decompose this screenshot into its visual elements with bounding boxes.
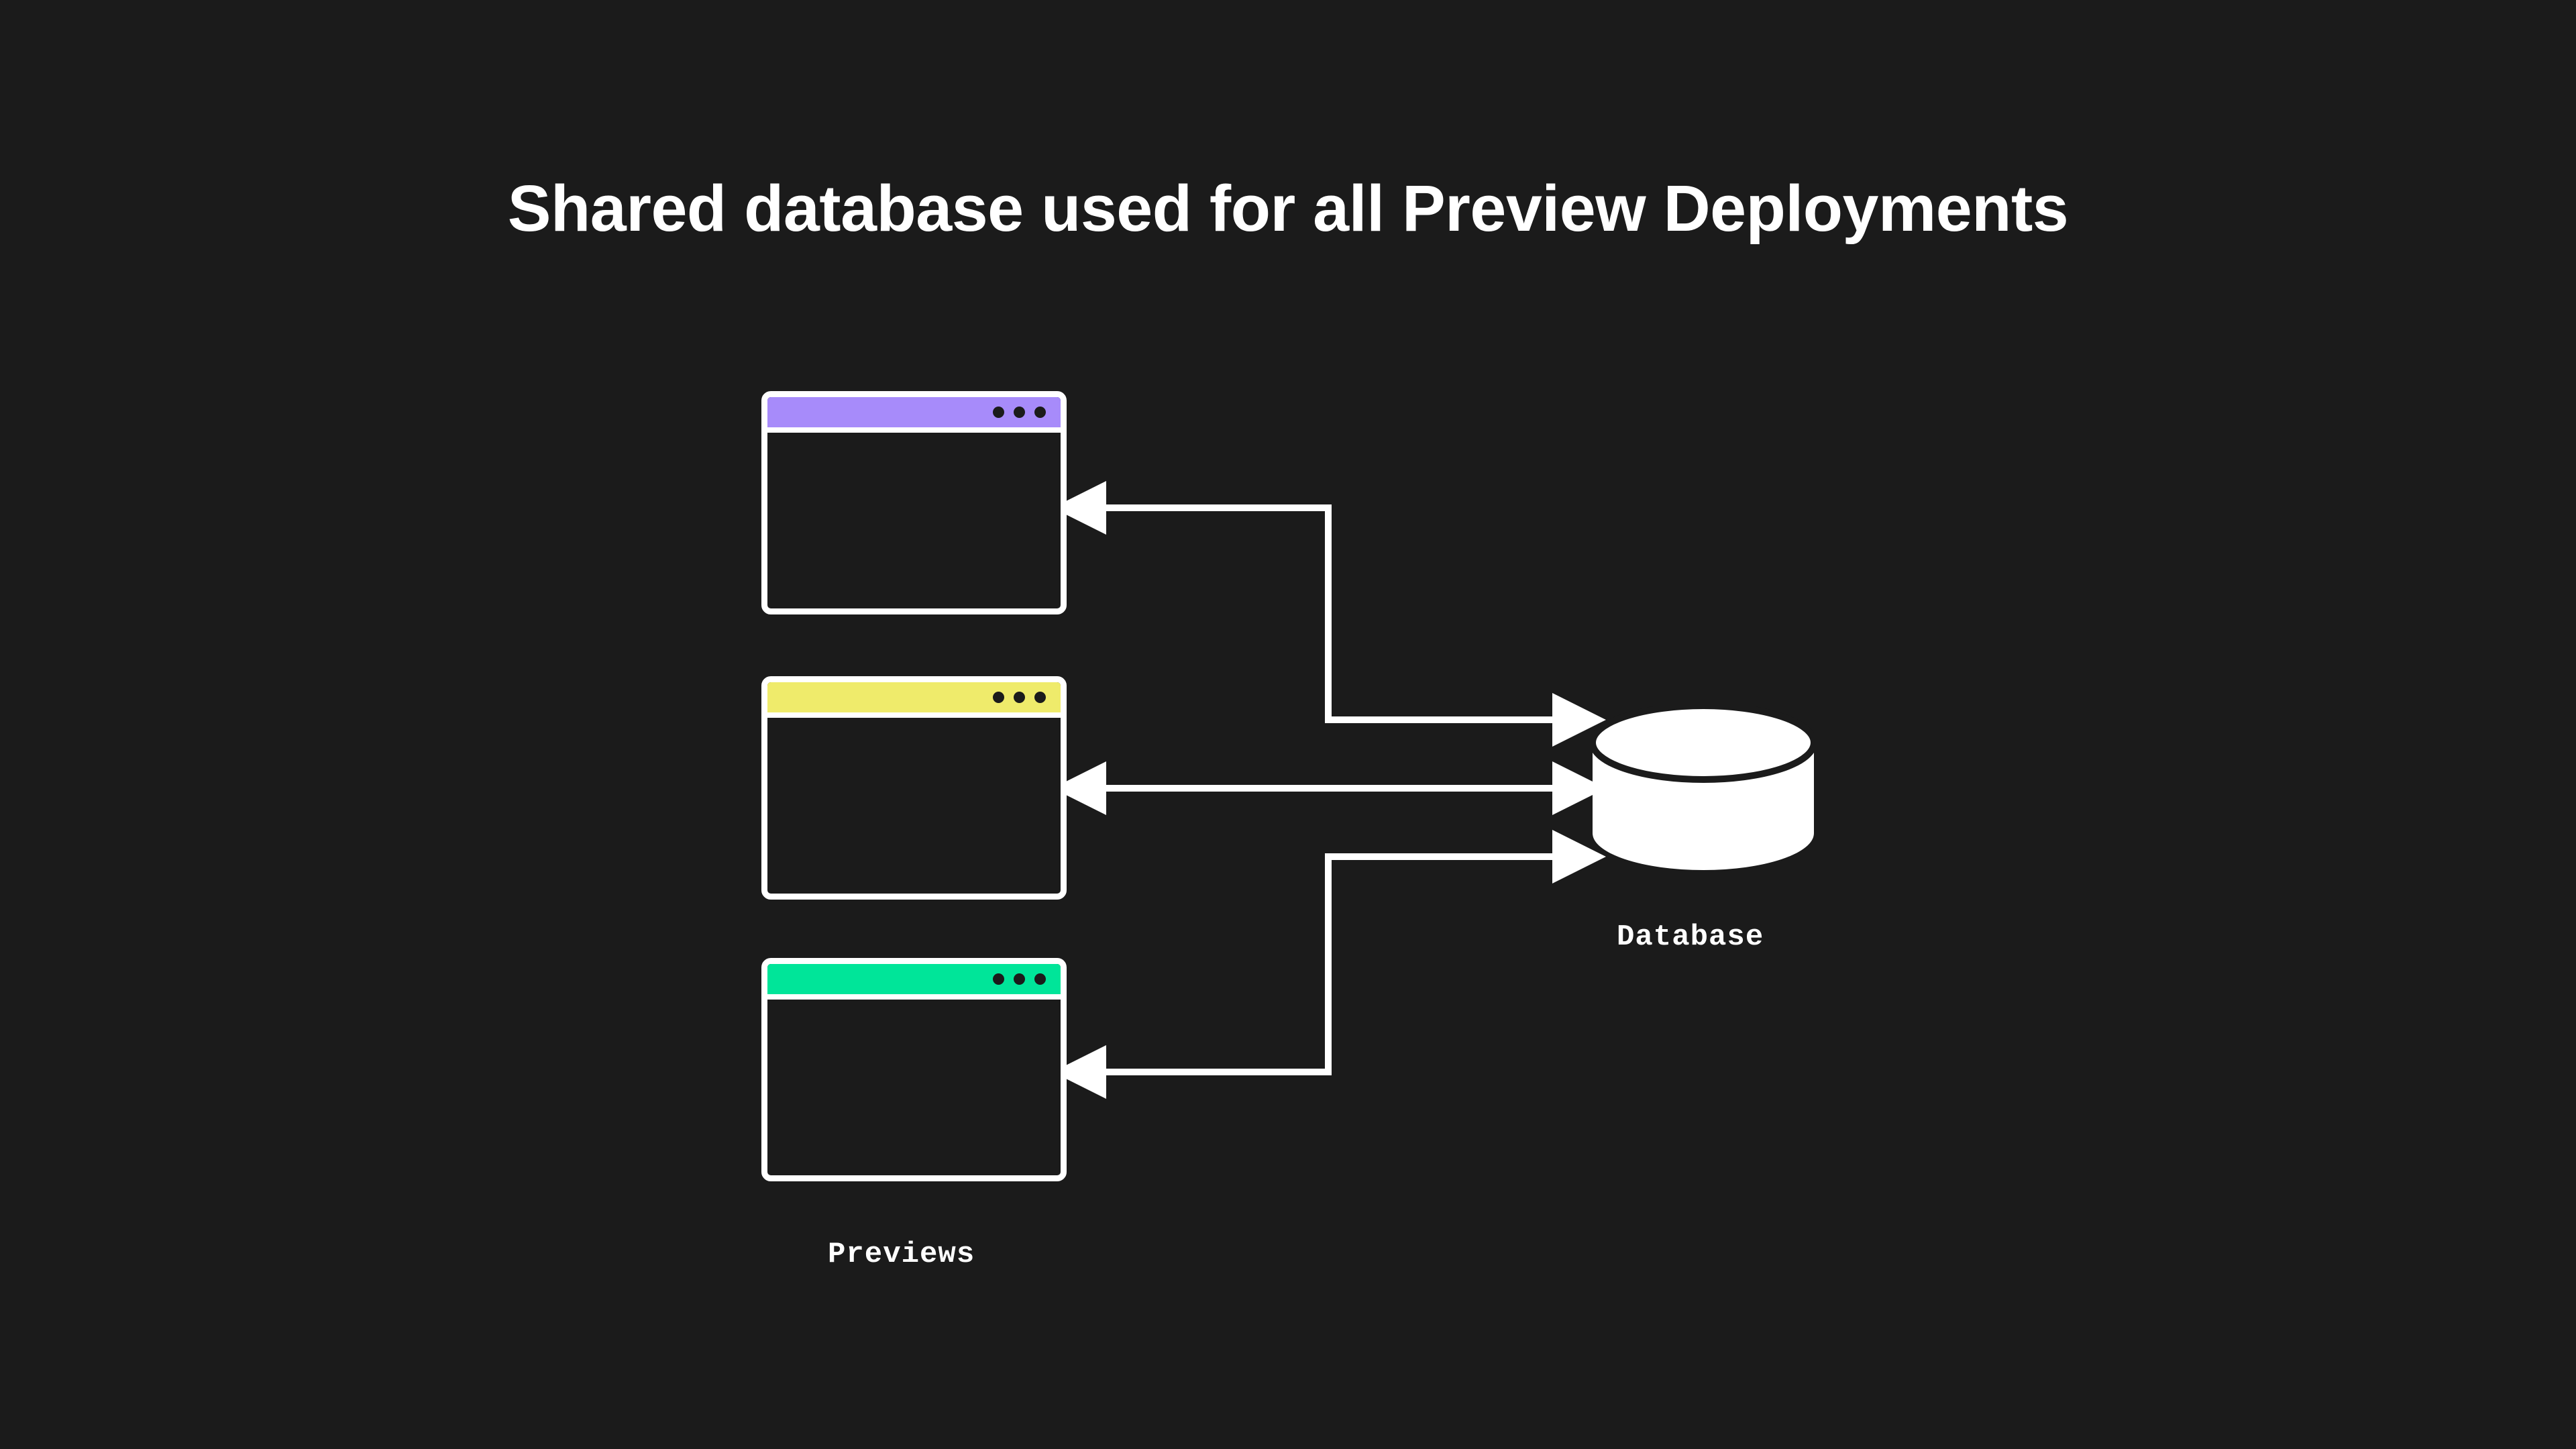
window-controls [993,692,1046,703]
preview-window-green[interactable] [761,958,1067,1181]
window-titlebar [767,682,1061,718]
window-dot-icon[interactable] [1014,692,1025,703]
window-dot-icon[interactable] [1034,973,1046,985]
database-label: Database [1617,920,1764,954]
cylinder-top [1591,706,1815,783]
window-dot-icon[interactable] [1014,973,1025,985]
window-dot-icon[interactable] [1034,407,1046,418]
window-dot-icon[interactable] [993,973,1004,985]
window-dot-icon[interactable] [1014,407,1025,418]
preview-window-purple[interactable] [761,391,1067,614]
database-icon[interactable] [1591,706,1815,872]
window-titlebar [767,397,1061,433]
page-title: Shared database used for all Preview Dep… [507,172,2069,245]
window-content [767,1000,1061,1170]
window-dot-icon[interactable] [1034,692,1046,703]
connector-preview1-database [1052,481,1606,747]
window-controls [993,973,1046,985]
previews-label: Previews [828,1238,975,1271]
connector-preview3-database [1052,830,1606,1099]
window-dot-icon[interactable] [993,407,1004,418]
window-content [767,718,1061,888]
window-dot-icon[interactable] [993,692,1004,703]
window-content [767,433,1061,603]
window-titlebar [767,964,1061,1000]
window-controls [993,407,1046,418]
preview-window-yellow[interactable] [761,676,1067,900]
